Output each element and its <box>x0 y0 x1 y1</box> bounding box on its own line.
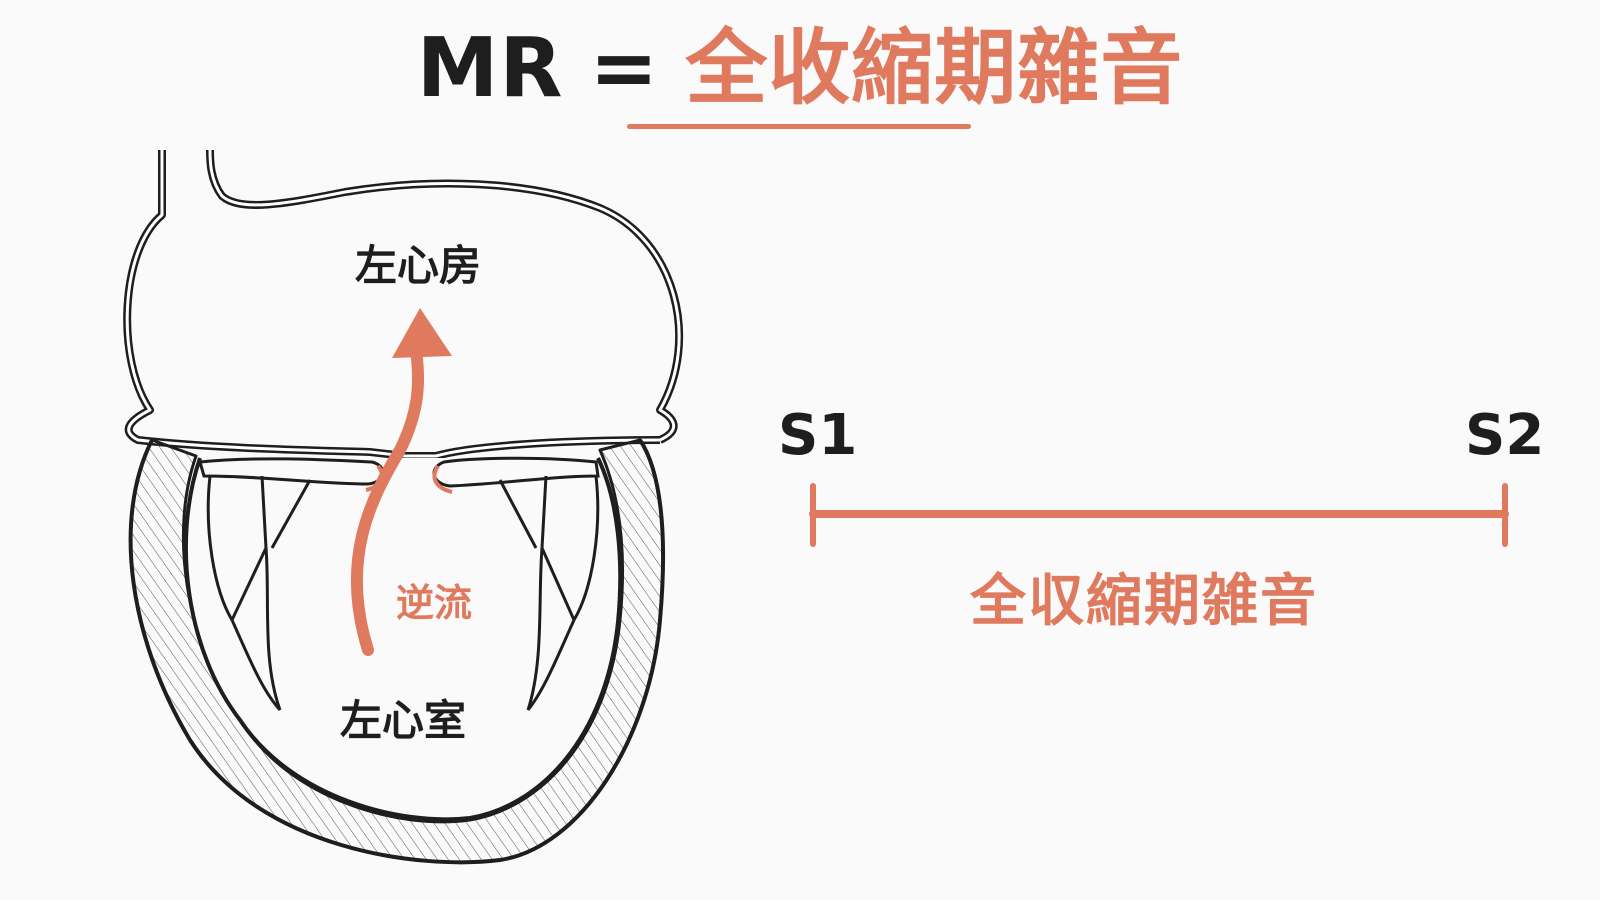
label-murmur: 全収縮期雑音 <box>970 569 1318 634</box>
regurgitation-arrow-shaft <box>350 344 425 656</box>
chordae-right <box>498 475 600 711</box>
title-equals: = <box>589 21 660 116</box>
label-s2: S2 <box>1465 403 1545 468</box>
page-title: MR = 全收縮期雜音 <box>0 21 1600 116</box>
label-left-atrium: 左心房 <box>355 241 482 290</box>
heart-illustration <box>123 149 683 865</box>
title-underline <box>627 124 971 129</box>
title-term: 全收縮期雜音 <box>685 21 1184 116</box>
chordae-left <box>206 475 312 712</box>
label-regurgitation: 逆流 <box>396 581 473 625</box>
label-s1: S1 <box>778 403 858 468</box>
ventricle-chamber <box>183 457 623 822</box>
label-left-ventricle: 左心室 <box>340 696 467 745</box>
left-atrium-inner <box>125 149 681 458</box>
title-abbreviation: MR <box>416 21 564 116</box>
regurgitation-arrow-head <box>392 308 452 358</box>
